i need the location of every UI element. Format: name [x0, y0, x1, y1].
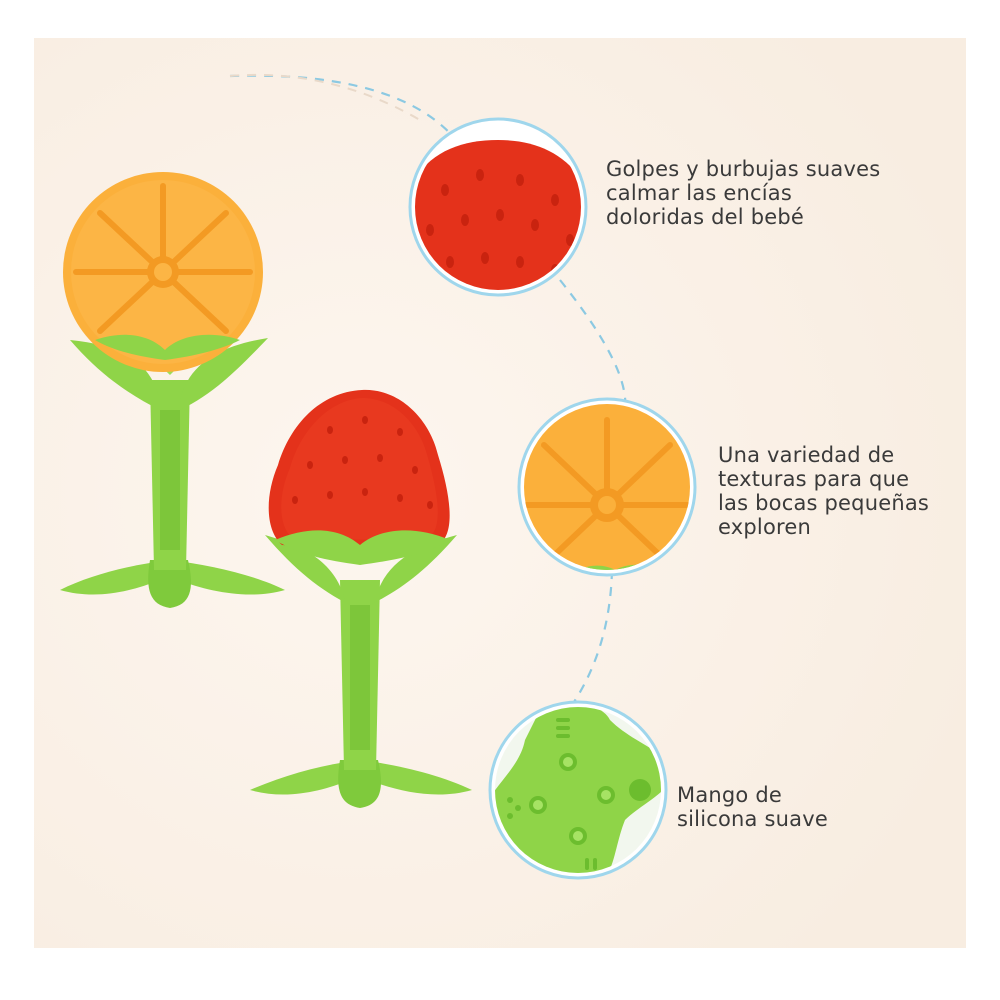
silicone-handle-base-closeup [488, 700, 668, 880]
feature-3-line-1: Mango de [677, 783, 783, 807]
feature-2-line-1: Una variedad de [718, 443, 895, 467]
feature-3-line-2: silicona suave [677, 807, 828, 831]
feature-1-text: Golpes y burbujas suaves calmar las encí… [606, 157, 880, 229]
strawberry-texture-closeup [408, 117, 588, 297]
feature-1-line-1: Golpes y burbujas suaves [606, 157, 881, 181]
orange-teether [60, 172, 285, 608]
feature-2-line-4: exploren [718, 515, 811, 539]
feature-2-text: Una variedad de texturas para que las bo… [718, 443, 929, 539]
feature-1-line-3: doloridas del bebé [606, 205, 805, 229]
feature-1-line-2: calmar las encías [606, 181, 793, 205]
feature-2-line-3: las bocas pequeñas [718, 491, 930, 515]
feature-3-text: Mango de silicona suave [677, 783, 828, 831]
feature-2-line-2: texturas para que [718, 467, 910, 491]
orange-texture-closeup [517, 397, 697, 577]
strawberry-teether [250, 389, 472, 808]
